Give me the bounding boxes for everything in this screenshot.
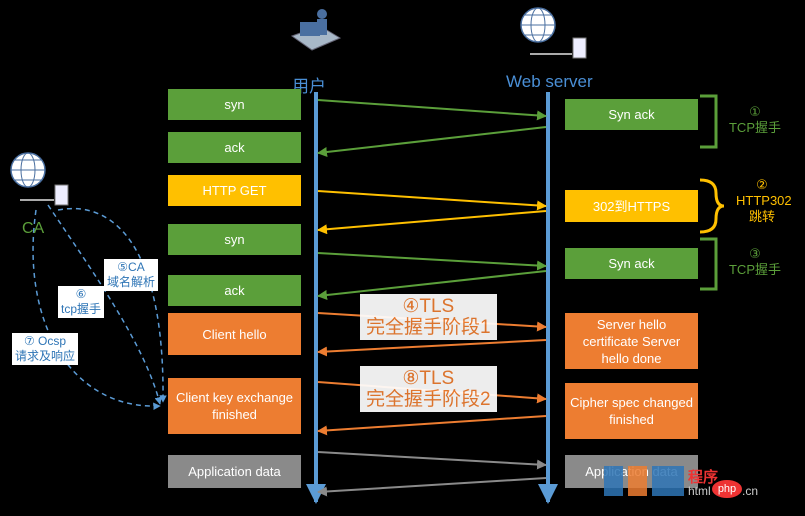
step-1-text: TCP握手 — [728, 120, 781, 135]
arrow-synack-1 — [317, 126, 547, 157]
arrow-server-hello — [317, 339, 547, 357]
redirect-302-box: 302到HTTPS — [565, 190, 698, 222]
step-2-label: ② HTTP302 跳转 — [726, 177, 798, 225]
ca-path-6 — [47, 204, 162, 405]
arrow-synack-2 — [317, 270, 547, 300]
tls-phase-2-subtitle: 完全握手阶段2 — [366, 389, 491, 410]
client-app-data-box: Application data — [168, 455, 301, 488]
ca-annotation-5-title: ⑤CA — [117, 260, 145, 274]
ca-annotation-6: ⑥ tcp握手 — [58, 286, 105, 318]
client-ack-box: ack — [168, 132, 301, 163]
ca-annotation-7: ⑦ Ocsp 请求及响应 — [12, 333, 79, 365]
arrow-302 — [317, 210, 547, 235]
server-synack-2-box: Syn ack — [565, 248, 698, 279]
server-hello-box: Server hello certificate Server hello do… — [565, 313, 698, 369]
tls-phase-1-title: ④TLS — [402, 296, 455, 317]
server-synack-box: Syn ack — [565, 99, 698, 130]
http-get-box: HTTP GET — [168, 175, 301, 206]
tls-phase-1-subtitle: 完全握手阶段1 — [366, 317, 491, 338]
site-watermark: 程序 html .cn php — [600, 462, 780, 502]
arrow-http-get — [317, 190, 547, 211]
watermark-logo-icon — [604, 466, 684, 496]
arrow-cipher-spec — [317, 415, 547, 436]
watermark-badge-text: php — [717, 483, 737, 495]
cipher-spec-box: Cipher spec changed finished — [565, 383, 698, 439]
ca-globe-icon — [10, 152, 69, 206]
watermark-text-1: 程序 — [688, 469, 719, 486]
ca-annotation-5-text: 域名解析 — [107, 275, 156, 289]
watermark-badge: php — [712, 480, 742, 498]
step-2-number: ② — [756, 177, 768, 192]
server-globe-icon — [520, 7, 587, 59]
bracket-step-3 — [700, 237, 718, 291]
tls-phase-2-title: ⑧TLS — [402, 368, 455, 389]
step-1-number: ① — [749, 104, 761, 119]
step-3-label: ③ TCP握手 — [722, 246, 788, 278]
watermark-text-3: .cn — [742, 484, 759, 498]
ca-label: CA — [22, 220, 45, 237]
step-3-number: ③ — [749, 246, 761, 261]
client-key-exchange-box: Client key exchange finished — [168, 378, 301, 434]
server-title: Web server — [506, 72, 593, 91]
step-1-label: ① TCP握手 — [722, 104, 788, 136]
ca-annotation-6-title: ⑥ — [75, 287, 87, 301]
step-2-text: HTTP302 跳转 — [736, 193, 792, 224]
arrow-syn-2 — [317, 252, 547, 271]
bracket-step-1 — [700, 94, 718, 149]
ca-annotation-7-text: 请求及响应 — [15, 349, 76, 363]
ca-annotation-5: ⑤CA 域名解析 — [104, 259, 159, 291]
user-computer-icon — [290, 9, 342, 51]
arrow-app-data-1 — [317, 451, 547, 470]
ca-annotation-6-text: tcp握手 — [61, 302, 102, 316]
ca-path-5 — [57, 207, 167, 403]
bracket-step-2 — [699, 178, 725, 234]
tls-phase-2-label: ⑧TLS 完全握手阶段2 — [360, 366, 497, 412]
arrow-app-data-2 — [317, 477, 547, 497]
ca-annotation-7-title: ⑦ Ocsp — [23, 334, 67, 348]
arrow-syn-1 — [317, 99, 547, 121]
client-syn-box: syn — [168, 89, 301, 120]
client-ack-2-box: ack — [168, 275, 301, 306]
tls-phase-1-label: ④TLS 完全握手阶段1 — [360, 294, 497, 340]
watermark-text-2: html — [688, 484, 711, 498]
step-3-text: TCP握手 — [728, 262, 781, 277]
client-syn-2-box: syn — [168, 224, 301, 255]
client-hello-box: Client hello — [168, 313, 301, 355]
